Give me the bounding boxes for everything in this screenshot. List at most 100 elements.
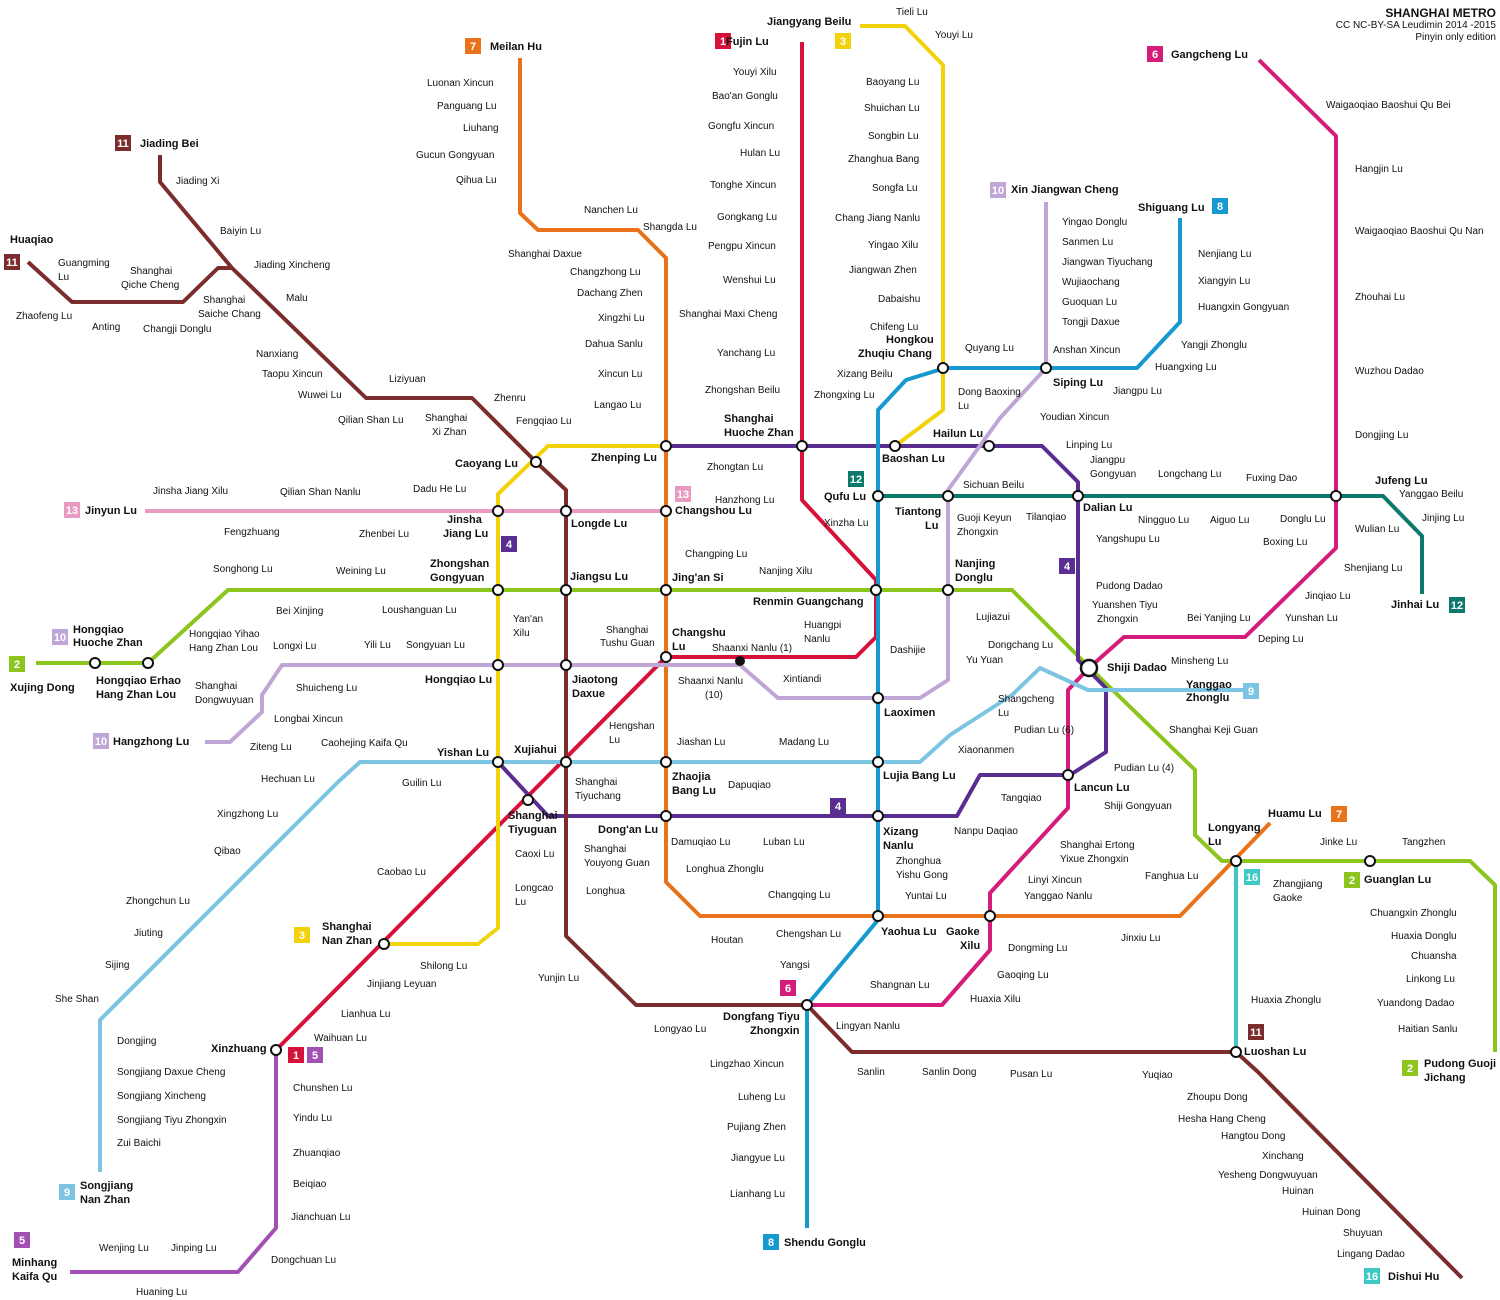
station-label: Yunjin Lu: [538, 973, 579, 984]
station-label: Gongyuan: [1090, 469, 1136, 480]
line-badge-box: [1331, 806, 1347, 822]
interchange-station[interactable]: [937, 362, 949, 374]
interchange-station[interactable]: [872, 490, 884, 502]
major-station-label: Xilu: [960, 940, 980, 952]
interchange-station[interactable]: [1040, 362, 1052, 374]
line-badge-box: [93, 733, 109, 749]
major-station-label: Nanlu: [883, 840, 914, 852]
line-badge-box: [1212, 198, 1228, 214]
interchange-station[interactable]: [1230, 855, 1242, 867]
station-label: Yuandong Dadao: [1377, 998, 1455, 1009]
line-badge-number: 13: [677, 489, 689, 501]
interchange-station[interactable]: [1230, 1046, 1242, 1058]
interchange-station[interactable]: [872, 756, 884, 768]
station-label: Huinan Dong: [1302, 1207, 1360, 1218]
interchange-station[interactable]: [796, 440, 808, 452]
interchange-station[interactable]: [983, 440, 995, 452]
station-label: Pusan Lu: [1010, 1069, 1052, 1080]
line-badge-box: [1243, 683, 1259, 699]
interchange-station[interactable]: [560, 584, 572, 596]
station-label: Minsheng Lu: [1171, 656, 1228, 667]
line-badge-box: [715, 33, 731, 49]
station-label: Anting: [92, 322, 120, 333]
line-badge-box: [1059, 558, 1075, 574]
station-label: Huinan: [1282, 1186, 1314, 1197]
station-label: Taopu Xincun: [262, 369, 323, 380]
line-badge-8: 8: [763, 1234, 779, 1250]
line-badge-number: 7: [470, 41, 476, 53]
interchange-station[interactable]: [1062, 769, 1074, 781]
station-label: Hesha Hang Cheng: [1178, 1114, 1266, 1125]
station-label: Shanghai Daxue: [508, 249, 582, 260]
line-badge-number: 4: [835, 801, 842, 813]
line-badge-box: [307, 1047, 323, 1063]
interchange-station[interactable]: [522, 794, 534, 806]
line-badge-box: [294, 927, 310, 943]
interchange-station[interactable]: [660, 440, 672, 452]
interchange-station[interactable]: [1330, 490, 1342, 502]
station-label: Guilin Lu: [402, 778, 441, 789]
interchange-station[interactable]: [872, 692, 884, 704]
major-station-label: Jing'an Si: [672, 572, 724, 584]
station-label: Beiqiao: [293, 1179, 327, 1190]
interchange-station[interactable]: [142, 657, 154, 669]
interchange-station[interactable]: [378, 938, 390, 950]
major-station-label: Lujia Bang Lu: [883, 770, 956, 782]
interchange-station[interactable]: [660, 505, 672, 517]
station-label: Xingzhong Lu: [217, 809, 278, 820]
line-badge-9: 9: [59, 1184, 75, 1200]
interchange-station[interactable]: [660, 651, 672, 663]
major-station-label: Caoyang Lu: [455, 458, 518, 470]
line-badge-number: 13: [66, 505, 78, 517]
station-label: Shanghai Ertong: [1060, 840, 1135, 851]
line-badge-4: 4: [1059, 558, 1075, 574]
major-interchange-station[interactable]: [1079, 658, 1099, 678]
interchange-station[interactable]: [492, 756, 504, 768]
interchange-station[interactable]: [872, 810, 884, 822]
station-label: Nanxiang: [256, 349, 298, 360]
interchange-station[interactable]: [872, 910, 884, 922]
line-badge-number: 3: [299, 930, 305, 942]
interchange-station[interactable]: [660, 756, 672, 768]
interchange-station[interactable]: [492, 659, 504, 671]
interchange-station[interactable]: [270, 1044, 282, 1056]
major-station-label: Huaqiao: [10, 234, 54, 246]
line-badge-2: 2: [1402, 1060, 1418, 1076]
interchange-station[interactable]: [560, 505, 572, 517]
interchange-station[interactable]: [492, 584, 504, 596]
major-station-label: Jufeng Lu: [1375, 475, 1428, 487]
station-label: Shanghai: [606, 625, 648, 636]
interchange-station[interactable]: [660, 584, 672, 596]
station-label: Hongqiao Yihao: [189, 629, 260, 640]
station-label: Wenjing Lu: [99, 1243, 149, 1254]
interchange-station[interactable]: [889, 440, 901, 452]
station-label: Pudian Lu (4): [1114, 763, 1174, 774]
interchange-station[interactable]: [530, 456, 542, 468]
station-dot[interactable]: [735, 656, 745, 666]
station-label: Yingao Donglu: [1062, 217, 1127, 228]
interchange-station[interactable]: [1072, 490, 1084, 502]
interchange-station[interactable]: [1364, 855, 1376, 867]
map-title: SHANGHAI METRO: [1385, 6, 1496, 20]
line-badge-7: 7: [465, 38, 481, 54]
interchange-station[interactable]: [89, 657, 101, 669]
line-badge-box: [64, 502, 80, 518]
station-label: Hangjin Lu: [1355, 164, 1403, 175]
metro-line-2: [36, 588, 1497, 1052]
station-label: Longchang Lu: [1158, 469, 1221, 480]
interchange-station[interactable]: [560, 756, 572, 768]
interchange-station[interactable]: [870, 584, 882, 596]
interchange-station[interactable]: [560, 659, 572, 671]
interchange-station[interactable]: [942, 490, 954, 502]
station-label: Zhongchun Lu: [126, 896, 190, 907]
station-label: Nanchen Lu: [584, 205, 638, 216]
major-station-label: Zhuqiu Chang: [858, 348, 932, 360]
interchange-station[interactable]: [801, 999, 813, 1011]
station-label: Longxi Lu: [273, 641, 316, 652]
interchange-station[interactable]: [984, 910, 996, 922]
line-badge-number: 3: [840, 36, 846, 48]
station-label: Dongchang Lu: [988, 640, 1053, 651]
interchange-station[interactable]: [660, 810, 672, 822]
interchange-station[interactable]: [942, 584, 954, 596]
interchange-station[interactable]: [492, 505, 504, 517]
